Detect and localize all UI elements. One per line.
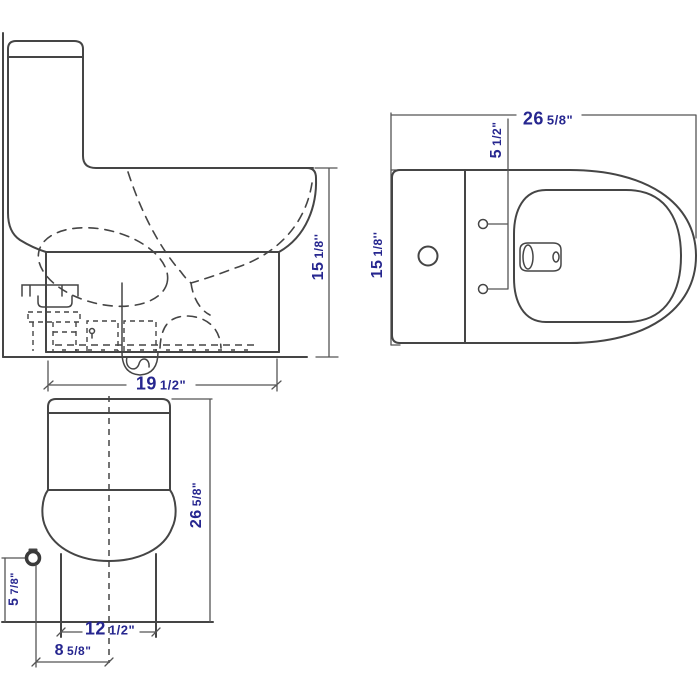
- jet-spout: [519, 242, 562, 272]
- dim-label-bolt-spacing: 5 1/2": [488, 122, 506, 159]
- hinge-bolt-top-icon: [477, 218, 489, 230]
- trap-outlet-squiggle: [125, 356, 150, 370]
- waterline-oval-dashed: [37, 226, 169, 308]
- dim-bolt-spacing-fraction: 1/2": [490, 121, 504, 146]
- dim-top-depth-fraction: 1/8'': [371, 231, 385, 257]
- outlet-box-dashed: [123, 320, 157, 351]
- dim-base-width-fraction: 1/2": [108, 622, 136, 638]
- bowl-inner-front-dashed: [190, 182, 313, 284]
- front-height-dim-line: [171, 398, 213, 623]
- dim-label-top-depth: 15 1/8'': [369, 232, 387, 279]
- top-view-drawing: [390, 112, 697, 346]
- jet-nub: [552, 251, 560, 263]
- body-rear-curve: [7, 212, 47, 253]
- side-view-drawing: [2, 32, 339, 392]
- dim-supply-height-fraction: 7/8": [9, 572, 21, 595]
- dim-label-side-height: 15 1/8'': [310, 234, 328, 281]
- seat-bowl-outline: [513, 189, 682, 323]
- bowl-front-profile: [278, 167, 318, 253]
- flush-box-dashed: [86, 320, 119, 351]
- body-outline-top: [391, 169, 697, 344]
- dim-label-front-height: 26 5/8": [188, 482, 206, 528]
- bowl-inner-back-dashed: [127, 171, 192, 284]
- bolt-spacing-dim-line: [487, 118, 509, 290]
- dim-top-width-value: 26: [522, 108, 544, 129]
- dim-side-depth-value: 19: [135, 373, 157, 394]
- sump-connector-dashed: [190, 282, 211, 316]
- side-depth-dim-line: [43, 358, 282, 392]
- dim-label-supply-height: 5 7/8": [5, 572, 21, 606]
- dim-top-depth-value: 15: [369, 259, 386, 279]
- flush-button-icon: [417, 245, 439, 267]
- dim-side-height-fraction: 1/8'': [312, 233, 326, 259]
- valve-pivot: [88, 327, 96, 335]
- trap-outlet: [121, 351, 159, 376]
- side-height-dim-line: [314, 167, 339, 358]
- front-view-drawing: [1, 396, 214, 668]
- dim-top-width-fraction: 5/8": [546, 112, 574, 128]
- hinge-bolt-bottom-icon: [477, 283, 489, 295]
- tank-outline: [7, 40, 314, 214]
- dim-front-height-fraction: 5/8": [190, 481, 204, 507]
- valve-box-dashed: [27, 311, 81, 323]
- dim-front-height-value: 26: [188, 509, 205, 529]
- fill-valve-comb: [21, 284, 79, 297]
- supply-valve-icon: [24, 549, 42, 567]
- dim-supply-offset-fraction: 5/8": [67, 644, 92, 658]
- dim-bolt-spacing-value: 5: [488, 148, 505, 159]
- trapway-dashed: [159, 315, 222, 349]
- dim-side-height-value: 15: [310, 261, 327, 281]
- base-width-dim-line: [56, 627, 161, 637]
- supply-offset-dim-line: [31, 657, 114, 667]
- dim-supply-offset-value: 8: [54, 642, 65, 659]
- fill-valve-bracket: [37, 295, 73, 308]
- top-width-dim-line: [390, 112, 697, 346]
- dim-supply-height-value: 5: [5, 597, 21, 606]
- jet-opening: [522, 244, 534, 270]
- dim-side-depth-fraction: 1/2": [159, 377, 187, 393]
- valve-body-dashed: [32, 322, 77, 351]
- dim-base-width-value: 12: [84, 618, 106, 639]
